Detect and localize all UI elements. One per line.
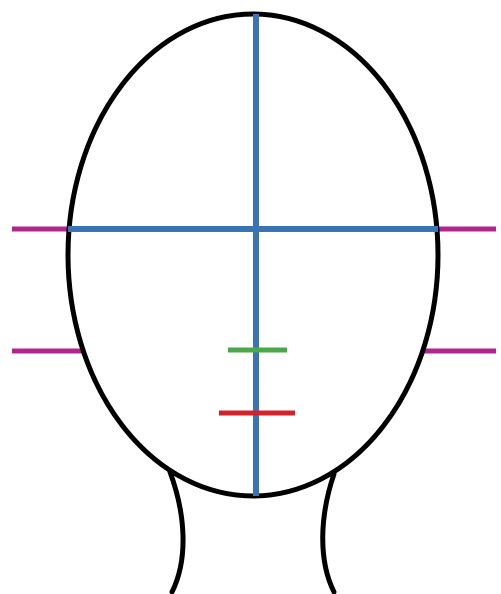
neck-left-line [170, 472, 183, 592]
neck-right-line [323, 474, 334, 592]
